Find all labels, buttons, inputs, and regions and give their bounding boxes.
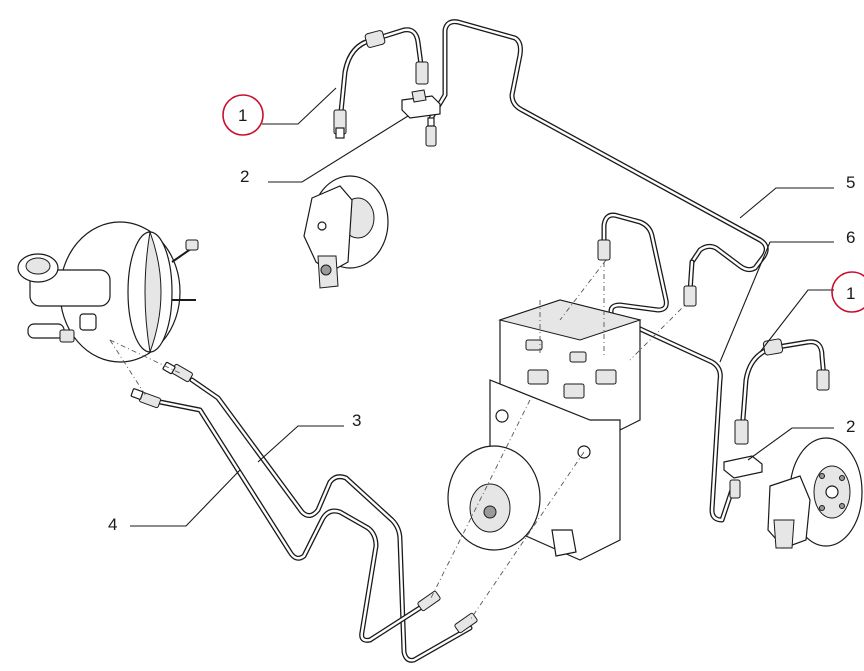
- callout-label: 6: [846, 228, 855, 247]
- assembly-lines: [109, 259, 691, 621]
- pipe-fitting-abs-1: [417, 590, 441, 612]
- wheel-hub-top: [303, 175, 389, 289]
- callout-highlight-ring: [222, 94, 264, 136]
- callout-label: 1: [238, 106, 247, 125]
- pipe-fitting-upper: [162, 361, 193, 383]
- callout-label: 2: [240, 167, 249, 186]
- callout-leaders: [130, 87, 834, 527]
- callout-4: 4: [108, 515, 117, 534]
- callout-3: 3: [352, 411, 361, 430]
- callout-2-right: 2: [846, 417, 855, 436]
- callout-1-top: 1: [222, 94, 264, 136]
- brake-hose-1-top: [333, 27, 429, 139]
- callout-label: 5: [846, 173, 855, 192]
- pipe-fitting-lower: [130, 388, 162, 409]
- bracket-2-right: [723, 455, 763, 499]
- callout-label: 2: [846, 417, 855, 436]
- brake-disc-right: [767, 437, 863, 549]
- brake-pipe-4: [147, 397, 429, 643]
- abs-top-fitting-right: [683, 285, 697, 307]
- brake-pipe-6: [601, 212, 735, 523]
- callout-2-top: 2: [240, 167, 249, 186]
- abs-modulator: [447, 299, 642, 561]
- callout-label: 1: [846, 284, 855, 303]
- callout-5: 5: [846, 173, 855, 192]
- brake-pipe-5: [427, 19, 769, 295]
- callout-label: 4: [108, 515, 117, 534]
- callout-highlight-ring: [831, 271, 864, 313]
- abs-top-fitting-left: [597, 239, 611, 261]
- brake-hose-1-right: [734, 338, 830, 445]
- callout-1-right: 1: [831, 271, 864, 313]
- master-cylinder: [17, 253, 111, 343]
- bracket-2-top: [401, 89, 441, 147]
- callout-6: 6: [846, 228, 855, 247]
- callout-label: 3: [352, 411, 361, 430]
- brake-pipe-3: [189, 377, 473, 663]
